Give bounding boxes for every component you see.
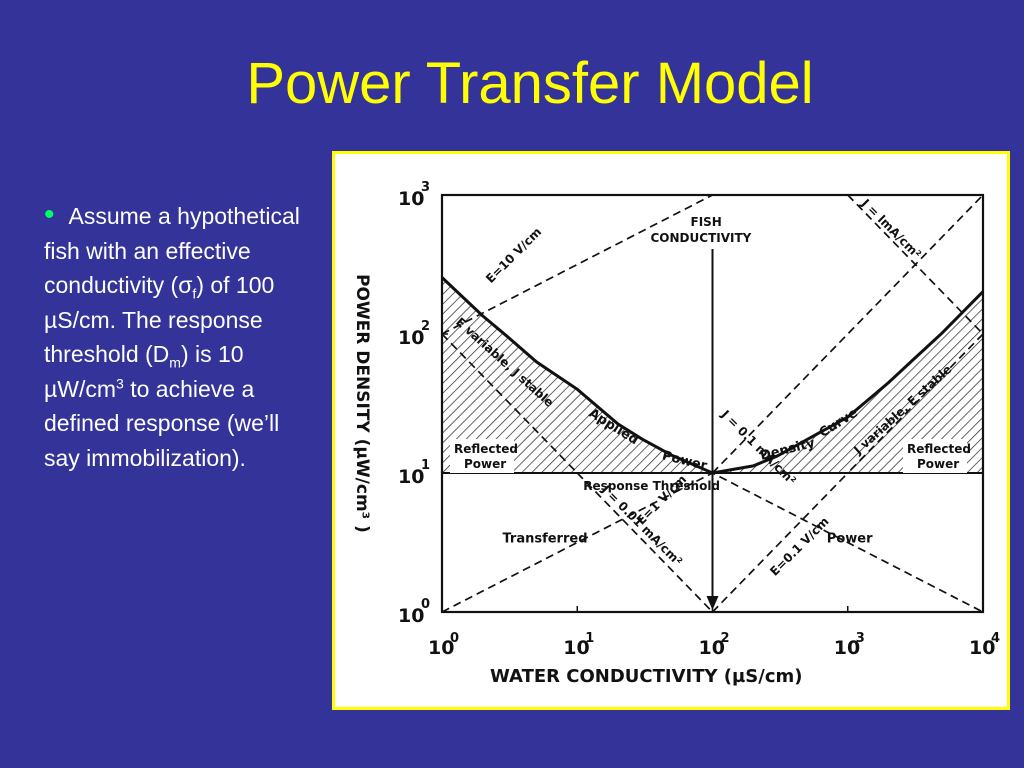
response-threshold-label: Response Threshold: [583, 479, 720, 493]
dashed-line-4: [576, 472, 714, 613]
bullet-item: •Assume a hypothetical fish with an effe…: [44, 198, 320, 475]
region-label-transferred: Transferred: [502, 532, 587, 547]
y-tick-label-2: 10: [398, 327, 424, 349]
x-tick-exp-4: 4: [991, 631, 1000, 646]
bullet-text-3: ) is 10 µW/cm: [44, 341, 244, 402]
reflected-power-left-box: [450, 439, 514, 473]
reflected-power-left-line1: Reflected: [454, 442, 518, 456]
reflected-power-right-line2: Power: [917, 457, 959, 471]
x-axis-label: WATER CONDUCTIVITY (µS/cm): [490, 666, 802, 687]
x-tick-label-3: 10: [834, 637, 860, 659]
y-tick-exp-3: 3: [421, 180, 430, 195]
reflected-power-right-box: [903, 439, 967, 473]
bullet-sup-3: 3: [116, 374, 124, 391]
label-j-1: J = lmA/cm²: [858, 196, 924, 262]
reflected-power-right-line1: Reflected: [907, 442, 971, 456]
y-tick-exp-1: 1: [421, 458, 430, 473]
label-e-10: E=10 V/cm: [483, 225, 544, 286]
dashed-line-5: [711, 472, 849, 613]
x-tick-exp-3: 3: [856, 631, 865, 646]
region-label-power: Power: [827, 532, 873, 547]
x-tick-label-4: 10: [969, 637, 995, 659]
fish-conductivity-arrowhead: [706, 596, 719, 610]
y-tick-label-3: 10: [398, 188, 424, 210]
x-tick-label-1: 10: [563, 637, 589, 659]
dashed-line-0: [441, 194, 713, 335]
bullet-sub-m: m: [169, 354, 181, 371]
x-tick-exp-2: 2: [721, 631, 730, 646]
x-tick-exp-0: 0: [450, 631, 459, 646]
x-tick-exp-1: 1: [585, 631, 594, 646]
bullet-text-2: ) of 100 µS/cm. The response threshold (…: [44, 272, 275, 367]
dashed-line-6: [441, 333, 578, 474]
y-tick-exp-2: 2: [421, 319, 430, 334]
y-tick-label-1: 10: [398, 466, 424, 488]
reflected-power-left-line2: Power: [464, 457, 506, 471]
y-tick-exp-0: 0: [421, 597, 430, 612]
x-tick-label-2: 10: [699, 637, 725, 659]
bullet-text-4: to achieve a defined response (we’ll say…: [44, 375, 280, 471]
y-tick-label-0: 10: [398, 605, 424, 627]
dashed-line-3: [847, 194, 984, 335]
bullet-dot-icon: •: [44, 198, 55, 231]
dashed-line-7: [847, 333, 984, 474]
y-axis-label: POWER DENSITY (µW/cm³ ): [352, 274, 372, 533]
fish-label-line2: CONDUCTIVITY: [651, 231, 752, 245]
fish-label-line1: FISH: [691, 215, 722, 229]
bullet-text-1: Assume a hypothetical fish with an effec…: [44, 203, 300, 298]
reflected-power-region: [442, 277, 983, 473]
slide-title: Power Transfer Model: [246, 51, 814, 116]
bullet-sub-f: f: [192, 285, 197, 302]
x-tick-label-0: 10: [428, 637, 454, 659]
